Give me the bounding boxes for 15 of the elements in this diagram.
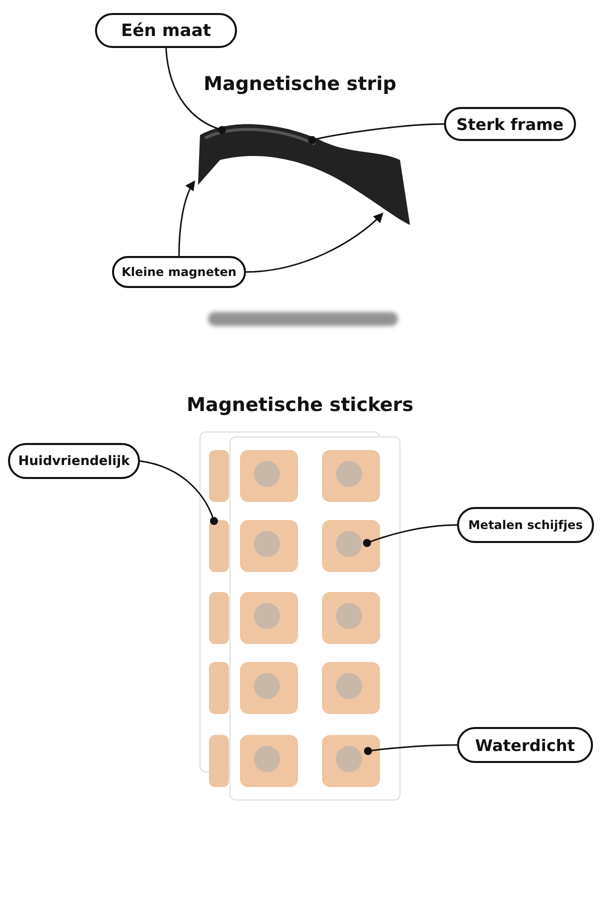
section-heading: Magnetische strip [204, 73, 396, 95]
leader-line [140, 460, 218, 525]
callout-label: Huidvriendelijk [8, 443, 140, 479]
leader-line [363, 524, 458, 547]
callout-label: Sterk frame [444, 107, 576, 141]
callout-label: Eén maat [95, 13, 237, 48]
leader-line [308, 123, 444, 144]
arrow [246, 212, 384, 273]
callout-label: Kleine magneten [112, 256, 246, 288]
arrow [178, 180, 196, 256]
callout-label: Waterdicht [457, 727, 593, 763]
section-heading: Magnetische stickers [186, 394, 414, 416]
leader-line [165, 48, 226, 134]
callout-label: Metalen schijfjes [457, 507, 594, 543]
leader-line [364, 744, 457, 755]
